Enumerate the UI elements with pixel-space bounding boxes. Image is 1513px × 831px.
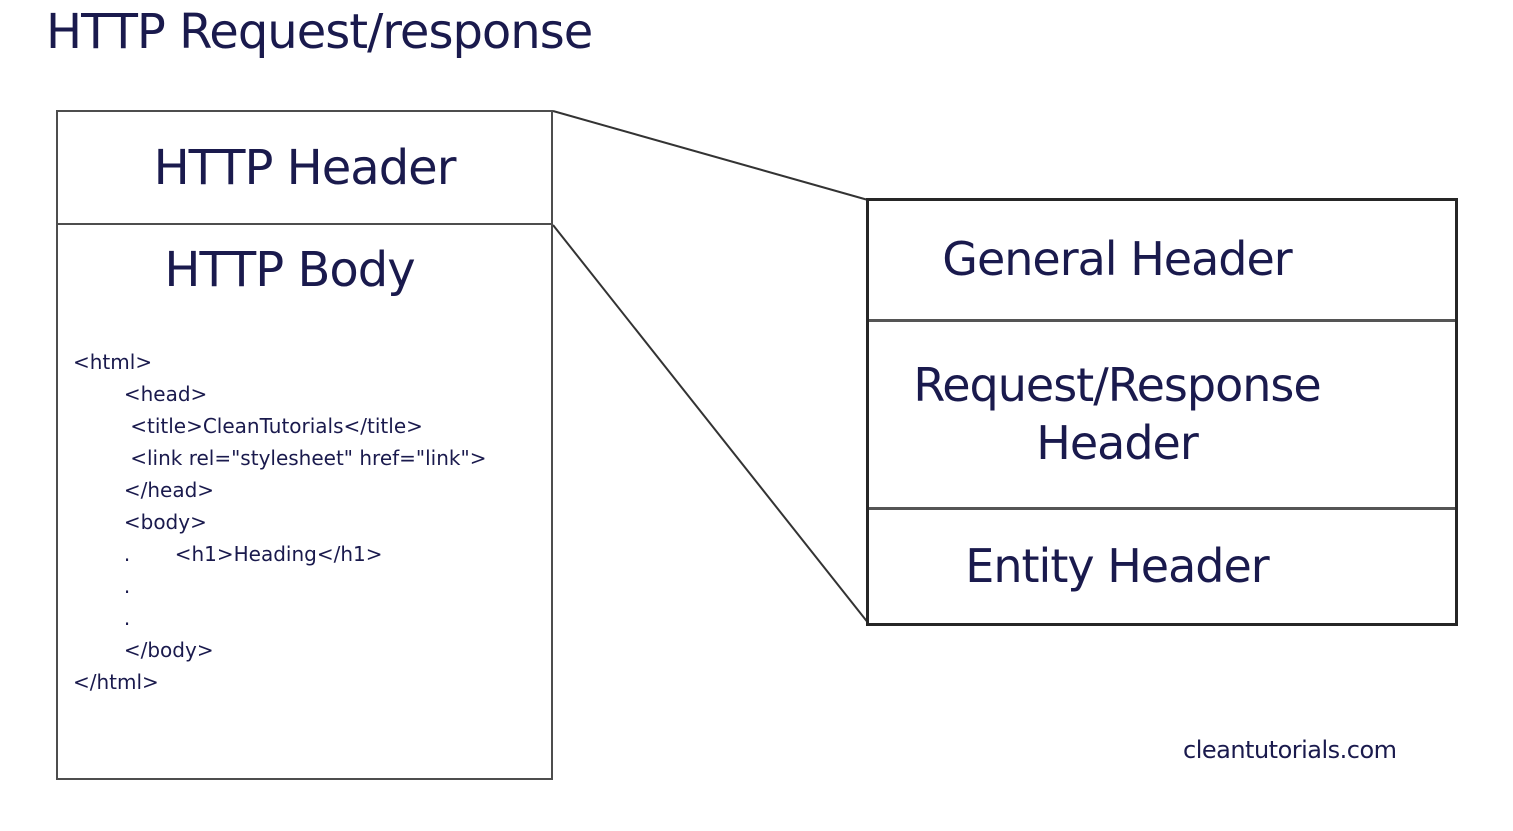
http-header-detail-box: General Header Request/Response Header E…: [866, 198, 1458, 626]
request-response-header-label: Request/Response Header: [913, 358, 1321, 470]
diagram-title: HTTP Request/response: [46, 4, 593, 60]
watermark-text: cleantutorials.com: [1183, 736, 1397, 764]
http-body-label: HTTP Body: [164, 242, 415, 298]
general-header-section: General Header: [869, 201, 1455, 322]
entity-header-label: Entity Header: [965, 538, 1269, 593]
code-line: . <h1>Heading</h1>: [73, 542, 383, 566]
http-message-box: HTTP Header HTTP Body <html> <head> <tit…: [56, 110, 553, 780]
html-code-sample: <html> <head> <title>CleanTutorials</tit…: [73, 346, 486, 698]
http-header-label: HTTP Header: [153, 139, 457, 196]
code-line: </html>: [73, 670, 159, 694]
code-line: <link rel="stylesheet" href="link">: [73, 446, 487, 470]
code-line: <html>: [73, 350, 153, 374]
http-header-section: HTTP Header: [58, 112, 551, 225]
entity-header-section: Entity Header: [869, 510, 1455, 623]
code-line: </body>: [73, 638, 214, 662]
connector-line-top: [552, 110, 869, 201]
code-line: </head>: [73, 478, 215, 502]
code-line: .: [73, 606, 131, 630]
code-line: .: [73, 574, 131, 598]
connector-line-bottom: [552, 224, 870, 625]
code-line: <head>: [73, 382, 208, 406]
general-header-label: General Header: [942, 232, 1292, 287]
request-response-header-section: Request/Response Header: [869, 322, 1455, 510]
code-line: <title>CleanTutorials</title>: [73, 414, 423, 438]
code-line: <body>: [73, 510, 207, 534]
